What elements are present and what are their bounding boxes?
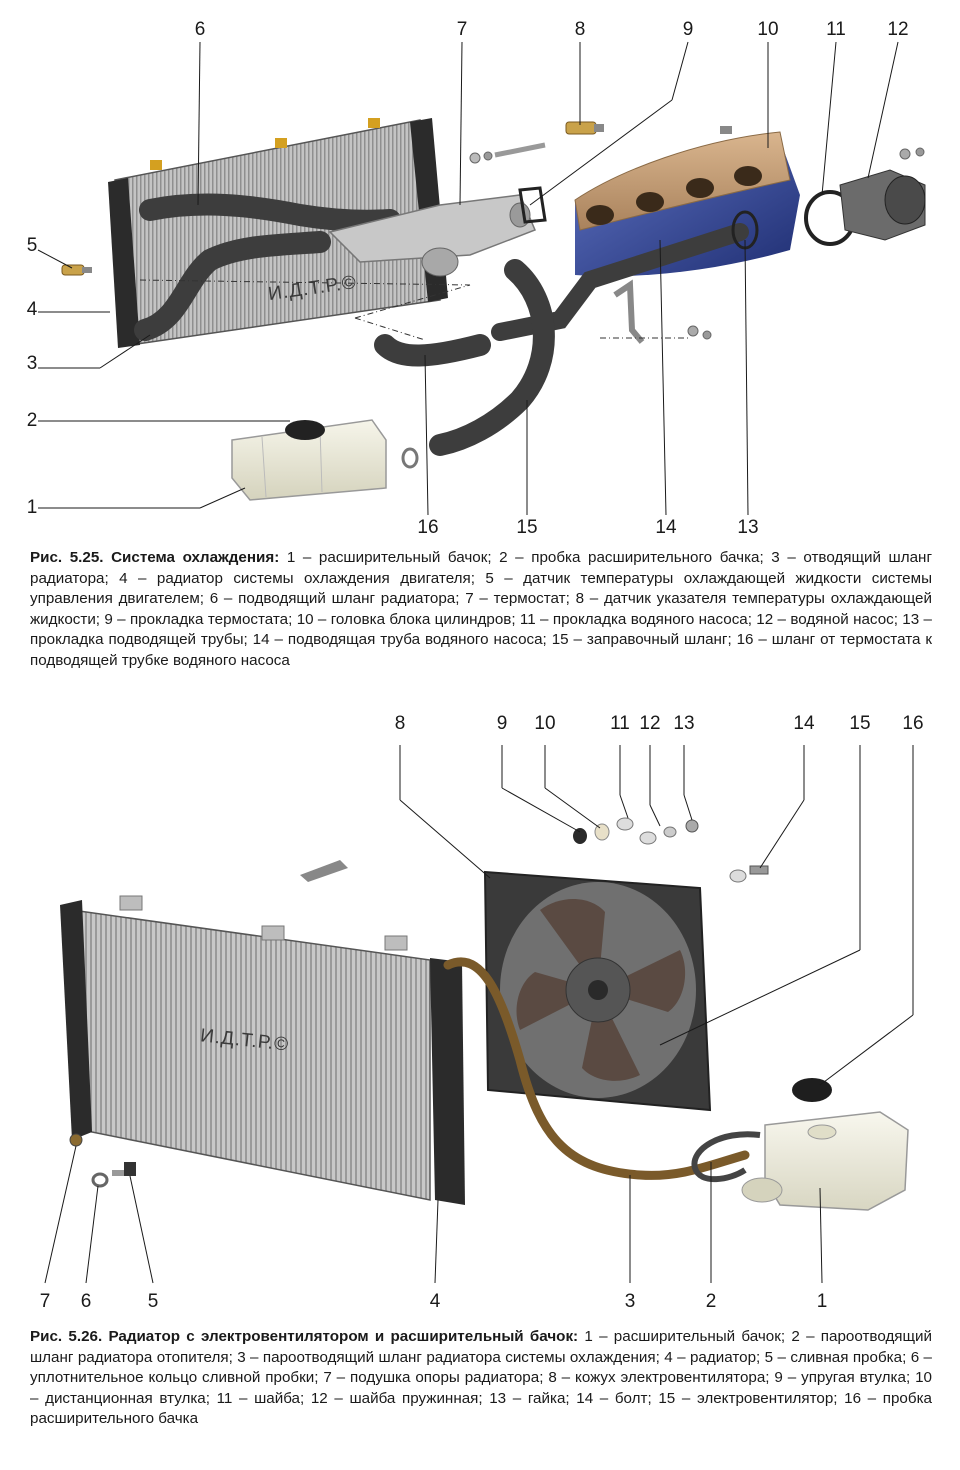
callout-11: 11 bbox=[610, 713, 630, 734]
fasteners bbox=[469, 126, 925, 340]
expansion-tank bbox=[231, 419, 387, 501]
callout-14: 14 bbox=[655, 517, 677, 538]
callout-16: 16 bbox=[417, 517, 439, 538]
callout-12: 12 bbox=[639, 713, 661, 734]
callout-6: 6 bbox=[194, 19, 206, 40]
filler-hose bbox=[429, 259, 555, 456]
electric-fan bbox=[516, 898, 686, 1081]
mount-bracket bbox=[368, 118, 380, 128]
callout-8: 8 bbox=[394, 713, 406, 734]
thermostat bbox=[328, 194, 536, 277]
lower-radiator-hose bbox=[134, 231, 331, 341]
callout-7: 7 bbox=[39, 1291, 51, 1312]
callout-11: 11 bbox=[826, 19, 846, 40]
callout-2: 2 bbox=[26, 410, 38, 431]
expansion-tank-cap bbox=[285, 420, 325, 440]
mount-bracket bbox=[384, 935, 408, 951]
callout-15: 15 bbox=[849, 713, 871, 734]
upper-radiator-hose bbox=[139, 193, 401, 232]
caption-text: 1 – расширительный бачок; 2 – пароотводя… bbox=[30, 1328, 932, 1427]
mount-bracket bbox=[261, 925, 285, 941]
callout-3: 3 bbox=[26, 353, 38, 374]
expansion-tank bbox=[741, 1111, 909, 1211]
cooling-system-illustration bbox=[37, 41, 926, 516]
caption-text: 1 – расширительный бачок; 2 – пробка рас… bbox=[30, 549, 932, 669]
figure-caption-5-25: Рис. 5.25. Система охлаждения: 1 – расши… bbox=[30, 548, 932, 671]
water-pump-inlet-pipe bbox=[491, 223, 749, 341]
hose-clamp bbox=[401, 447, 419, 469]
callout-9: 9 bbox=[682, 19, 694, 40]
caption-title: Рис. 5.26. Радиатор с электровентиляторо… bbox=[30, 1328, 579, 1345]
callout-13: 13 bbox=[737, 517, 759, 538]
water-pump bbox=[839, 169, 926, 241]
callout-14: 14 bbox=[793, 713, 815, 734]
radiator-fan-illustration bbox=[44, 745, 914, 1284]
coolant-steam-hose bbox=[443, 957, 750, 1180]
callout-12: 12 bbox=[887, 19, 909, 40]
assembly-guide-lines bbox=[139, 279, 690, 341]
figure-cooling-system: И.Д.Т.Р.© 1 2 3 4 5 6 7 8 9 10 11 12 13 … bbox=[0, 0, 960, 545]
callout-6: 6 bbox=[80, 1291, 92, 1312]
callout-10: 10 bbox=[534, 713, 556, 734]
callout-1: 1 bbox=[816, 1291, 828, 1312]
figure-radiator-fan: И.Д.Т.Р.© 1 2 3 4 5 6 7 8 9 10 11 12 13 … bbox=[0, 700, 960, 1320]
callout-5: 5 bbox=[147, 1291, 159, 1312]
cylinder-head bbox=[574, 131, 800, 277]
mount-bracket bbox=[275, 138, 287, 148]
mount-bracket bbox=[150, 160, 162, 170]
mount-bracket bbox=[119, 895, 143, 911]
drain-plug-parts bbox=[69, 1133, 136, 1188]
callout-leader-lines bbox=[44, 745, 914, 1284]
figure-caption-5-26: Рис. 5.26. Радиатор с электровентиляторо… bbox=[30, 1327, 932, 1430]
callout-10: 10 bbox=[757, 19, 779, 40]
expansion-tank-cap bbox=[792, 1078, 832, 1102]
fan-fasteners bbox=[573, 817, 769, 883]
thermostat-gasket bbox=[518, 186, 547, 224]
callout-leader-lines bbox=[37, 41, 899, 516]
callout-16: 16 bbox=[902, 713, 924, 734]
heater-steam-hose bbox=[691, 1131, 761, 1183]
callout-5: 5 bbox=[26, 235, 38, 256]
support-cushion bbox=[300, 860, 348, 882]
callout-3: 3 bbox=[624, 1291, 636, 1312]
callout-13: 13 bbox=[673, 713, 695, 734]
callout-8: 8 bbox=[574, 19, 586, 40]
radiator bbox=[60, 895, 465, 1205]
thermostat-to-pipe-hose bbox=[374, 334, 491, 367]
callout-4: 4 bbox=[429, 1291, 441, 1312]
temperature-gauge-sensor bbox=[565, 121, 604, 135]
callout-2: 2 bbox=[705, 1291, 717, 1312]
coolant-temperature-sensor bbox=[61, 264, 92, 276]
callout-1: 1 bbox=[26, 497, 38, 518]
callout-4: 4 bbox=[26, 299, 38, 320]
callout-15: 15 bbox=[516, 517, 538, 538]
caption-title: Рис. 5.25. Система охлаждения: bbox=[30, 549, 280, 566]
callout-9: 9 bbox=[496, 713, 508, 734]
pipe-bracket bbox=[613, 279, 645, 344]
callout-7: 7 bbox=[456, 19, 468, 40]
